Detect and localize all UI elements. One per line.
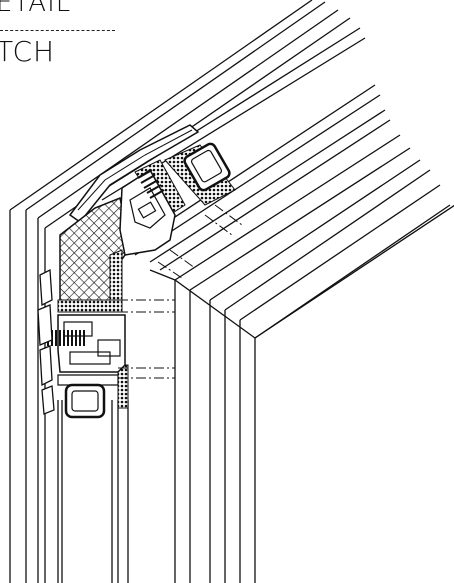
title-underline <box>0 30 115 31</box>
vertical-glass-lines <box>174 280 256 583</box>
top-seal-block <box>183 142 231 192</box>
aluminium-profile-horizontal <box>57 314 126 373</box>
vertical-frame-lines <box>9 210 129 583</box>
outer-frame-lines <box>9 0 366 229</box>
inner-glass-corner <box>149 204 454 339</box>
thermal-strip-diag <box>109 249 123 301</box>
glazing-pins <box>118 204 243 379</box>
spring-coil-diag <box>137 169 165 199</box>
left-gasket-stack <box>37 268 55 415</box>
thermal-strip-left <box>57 299 123 313</box>
drawing-title-line-2: TCH <box>0 35 56 68</box>
top-gasket-cap <box>68 124 200 224</box>
drawing-title-line-1: ETAIL <box>0 0 72 18</box>
